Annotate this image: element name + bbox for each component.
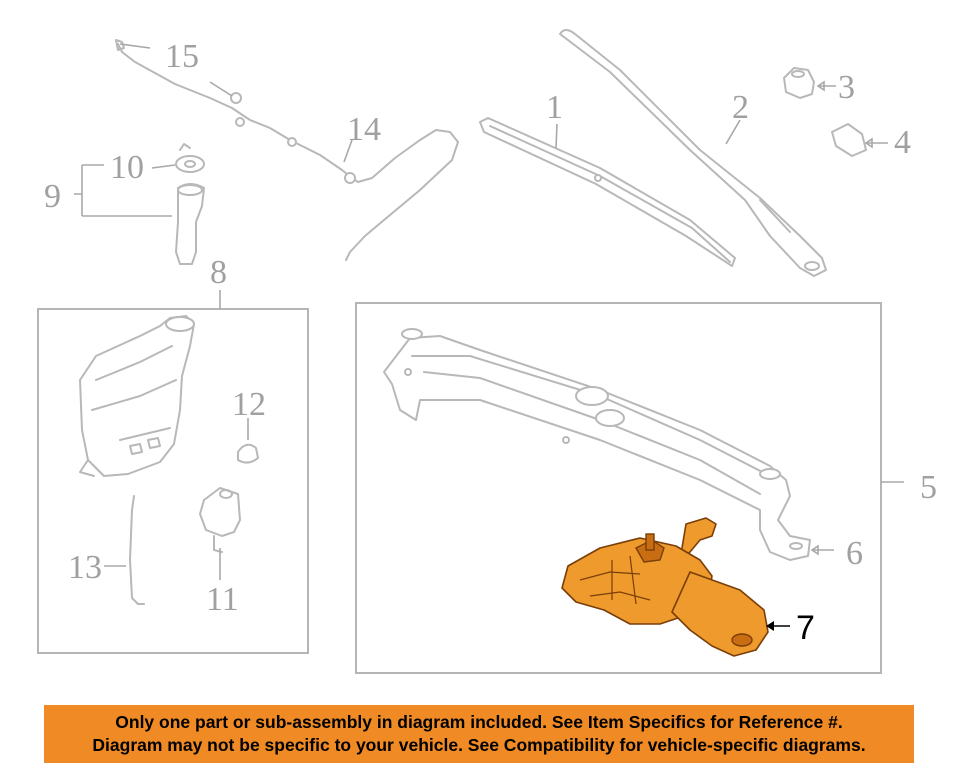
callout-10: 10	[110, 149, 144, 186]
notice-line-1: Only one part or sub-assembly in diagram…	[115, 712, 843, 732]
part-9-washer-filler-neck: 9	[44, 164, 205, 265]
part-10-washer-cap: 10	[110, 143, 205, 186]
part-14-washer-hose: 14	[343, 111, 459, 261]
notice-line-2: Diagram may not be specific to your vehi…	[92, 735, 866, 755]
notice-banner: Only one part or sub-assembly in diagram…	[44, 705, 914, 763]
callout-6: 6	[846, 535, 863, 572]
callout-14: 14	[347, 111, 381, 148]
callout-12: 12	[232, 386, 266, 423]
callout-9: 9	[44, 178, 61, 215]
parts-diagram: 15 14 10 9 1 2	[37, 29, 937, 674]
callout-3: 3	[838, 69, 855, 106]
callout-1: 1	[546, 89, 563, 126]
callout-15: 15	[165, 38, 199, 75]
part-8-reservoir-group: 8 12 11 13	[37, 254, 309, 654]
callout-8: 8	[210, 254, 227, 291]
callout-2: 2	[732, 89, 749, 126]
part-7-wiper-motor-highlighted	[561, 517, 769, 657]
callout-11: 11	[206, 581, 239, 618]
part-4-cap: 4	[831, 123, 911, 161]
part-3-nut: 3	[783, 67, 855, 106]
part-15-washer-hose: 15	[115, 38, 359, 184]
part-1-wiper-blade: 1	[479, 89, 736, 267]
callout-4: 4	[894, 124, 911, 161]
callout-13: 13	[68, 549, 102, 586]
part-2-wiper-arm: 2	[559, 29, 827, 277]
callout-7: 7	[796, 609, 815, 647]
callout-5: 5	[920, 469, 937, 506]
part-5-linkage-group: 5 6 7	[355, 302, 937, 674]
